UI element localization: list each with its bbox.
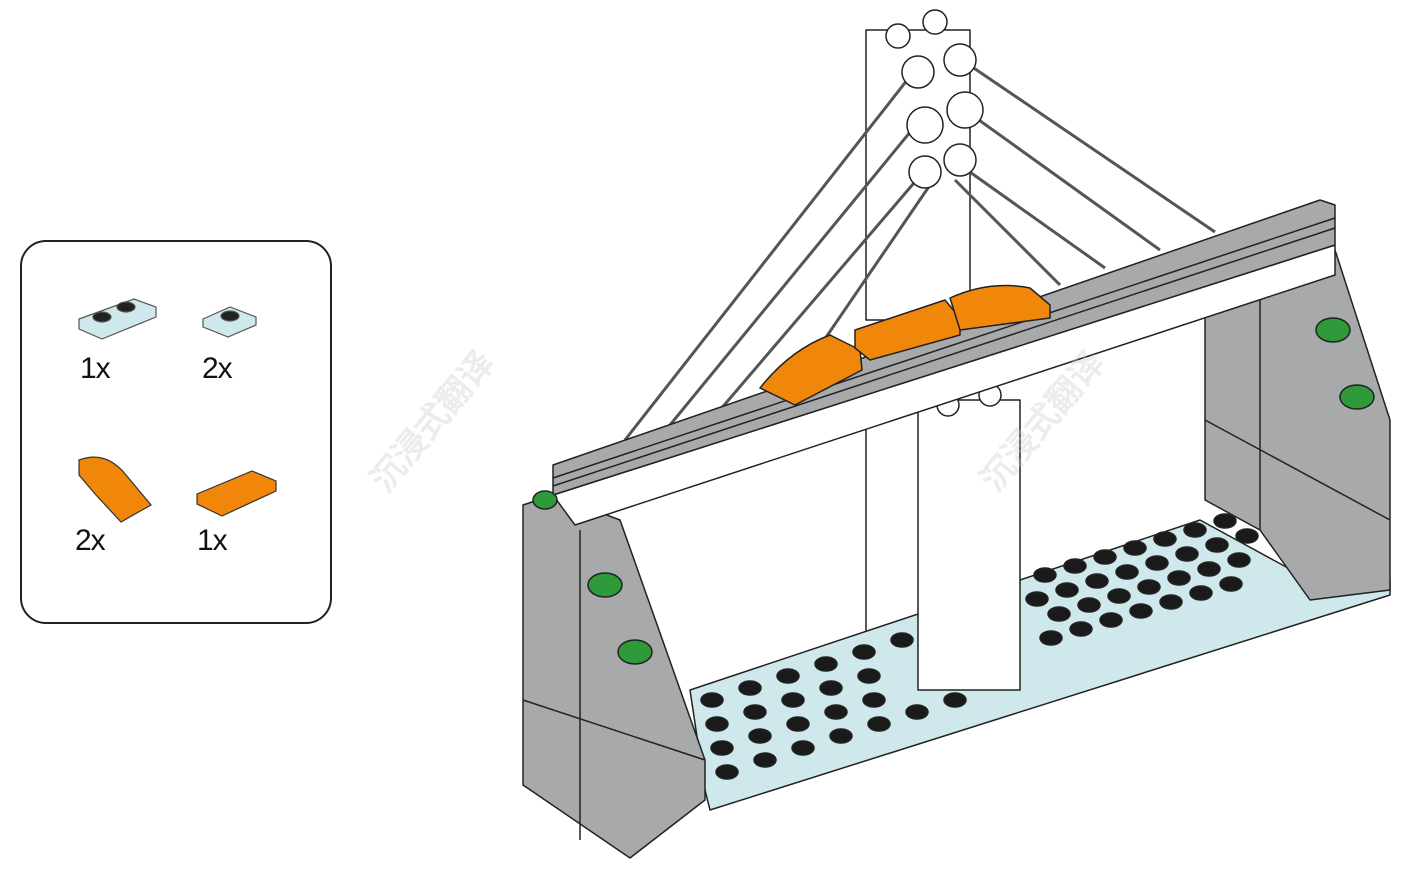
stud: [776, 668, 800, 684]
stud: [1129, 603, 1153, 619]
stud: [705, 716, 729, 732]
stud: [791, 740, 815, 756]
stud: [1039, 630, 1063, 646]
stud: [1033, 567, 1057, 583]
stud: [1069, 621, 1093, 637]
stud: [1077, 597, 1101, 613]
part-quantity: 1x: [80, 352, 111, 385]
stud: [867, 716, 891, 732]
stud: [738, 680, 762, 696]
stud: [753, 752, 777, 768]
stud: [824, 704, 848, 720]
stud: [1235, 528, 1259, 544]
stud: [890, 632, 914, 648]
stud: [819, 680, 843, 696]
stud: [1063, 558, 1087, 574]
stud: [786, 716, 810, 732]
stud: [1107, 588, 1131, 604]
tile-1x2-icon: [196, 470, 277, 517]
orange-curved-slope-left: [759, 334, 863, 406]
orange-tile: [854, 299, 961, 361]
stud: [1047, 606, 1071, 622]
part-plate-1x1: [200, 297, 320, 417]
stud: [715, 764, 739, 780]
part-quantity: 2x: [202, 352, 233, 385]
part-curved-slope: [76, 450, 196, 570]
parts-list-panel: 1x 2x 2x 1x: [20, 240, 332, 624]
stud: [1099, 612, 1123, 628]
stud: [857, 668, 881, 684]
tower-pins: [885, 9, 984, 189]
stud: [1137, 579, 1161, 595]
stud: [1153, 531, 1177, 547]
stud: [1145, 555, 1169, 571]
stud: [1085, 573, 1109, 589]
stud: [1093, 549, 1117, 565]
stud: [1025, 591, 1049, 607]
stud: [862, 692, 886, 708]
stud: [943, 692, 967, 708]
stud: [1115, 564, 1139, 580]
stud: [852, 644, 876, 660]
stud: [1159, 594, 1183, 610]
stud: [814, 656, 838, 672]
plate-1x2-icon: [78, 298, 157, 340]
stud: [1213, 513, 1237, 529]
stud: [748, 728, 772, 744]
orange-curved-slope-right: [949, 284, 1051, 331]
stud: [829, 728, 853, 744]
stud: [1205, 537, 1229, 553]
stud: [1175, 546, 1199, 562]
part-tile-1x2: [194, 466, 314, 586]
stud: [1197, 561, 1221, 577]
stud: [743, 704, 767, 720]
stud: [1167, 570, 1191, 586]
support-block: [917, 399, 1021, 691]
green-studs: [532, 317, 1375, 665]
stud: [1227, 552, 1251, 568]
stud: [1055, 582, 1079, 598]
baseplate-studs: [700, 504, 1267, 780]
part-quantity: 2x: [75, 524, 106, 557]
part-plate-1x2: [74, 287, 194, 407]
stud: [1189, 585, 1213, 601]
stud: [905, 704, 929, 720]
plate-1x1-icon: [202, 306, 257, 338]
part-quantity: 1x: [197, 524, 228, 557]
curved-slope-icon: [78, 456, 152, 523]
stud: [781, 692, 805, 708]
stud: [1123, 540, 1147, 556]
stud: [700, 692, 724, 708]
left-pier: [522, 494, 706, 859]
stud: [710, 740, 734, 756]
stud: [1219, 576, 1243, 592]
stud: [1183, 522, 1207, 538]
